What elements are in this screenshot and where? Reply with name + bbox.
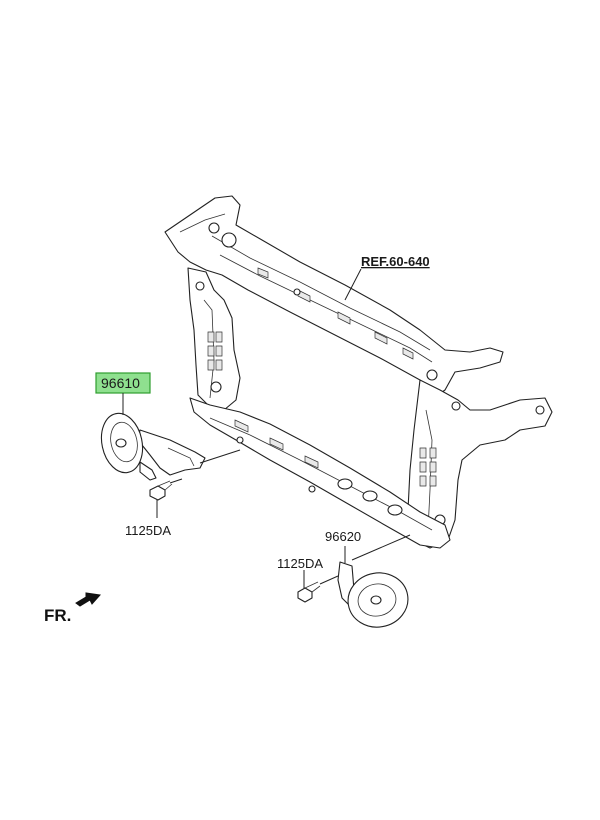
bolt-right-mount-line	[319, 575, 339, 585]
bolt-left-label[interactable]: 1125DA	[125, 523, 171, 538]
horn-right-mount-line	[351, 534, 411, 561]
callout-96610-label[interactable]: 96610	[101, 375, 140, 391]
front-arrow-icon	[75, 592, 101, 607]
radiator-support-frame	[164, 195, 553, 549]
horn-left-mount-line	[199, 449, 241, 464]
ref-callout: REF.60-640	[344, 254, 430, 301]
bolt-left-mount-line	[169, 478, 183, 484]
callout-96620-label[interactable]: 96620	[325, 529, 361, 544]
bolt-left: 1125DA	[125, 478, 183, 538]
front-direction-indicator: FR.	[44, 592, 101, 625]
horn-right-assembly	[337, 534, 411, 628]
ref-leader-line	[344, 268, 362, 301]
ref-label: REF.60-640	[361, 254, 430, 269]
callout-96610[interactable]: 96610	[95, 372, 151, 415]
callout-96620[interactable]: 96620	[325, 529, 361, 563]
horn-left-assembly	[100, 412, 241, 481]
front-label: FR.	[44, 606, 71, 625]
bolt-right: 1125DA	[277, 556, 339, 603]
horn-left-bracket	[137, 429, 206, 476]
bolt-right-label[interactable]: 1125DA	[277, 556, 323, 571]
